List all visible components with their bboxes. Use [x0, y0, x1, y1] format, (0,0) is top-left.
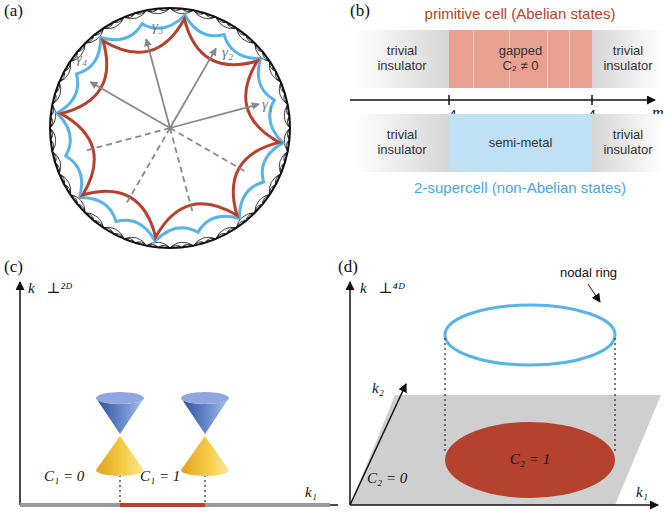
dashed-ray	[125, 128, 170, 206]
m-axis	[350, 99, 655, 101]
band-divider	[569, 30, 570, 88]
band-text: trivial insulator	[596, 128, 660, 158]
dirac-cone	[96, 392, 144, 476]
phase-band: trivial insulator	[355, 30, 449, 88]
dashed-ray	[170, 128, 193, 215]
axis-label: k⃗⊥²ᴰ	[28, 280, 72, 297]
panel-letter: (c)	[4, 258, 23, 277]
band-heading: primitive cell (Abelian states)	[425, 6, 616, 23]
band-text: trivial insulator	[596, 44, 660, 74]
dashed-ray	[170, 128, 248, 173]
tick	[591, 95, 593, 105]
axis-segment	[120, 503, 205, 507]
axis	[350, 504, 658, 506]
translation-arrow	[146, 39, 170, 128]
dotted-line	[444, 338, 445, 392]
generator-label: γ₃	[152, 18, 163, 35]
chern-label: C₂ = 0	[367, 470, 407, 487]
nodal-ring	[445, 305, 615, 365]
axis	[349, 282, 351, 505]
poincare-disk	[50, 8, 290, 248]
translation-arrow	[170, 48, 216, 128]
chern-label: C₁ = 0	[44, 468, 84, 485]
generator-label: γ₁	[262, 96, 273, 113]
band-heading: 2-supercell (non-Abelian states)	[414, 180, 626, 197]
k-plane: C₂ = 0 C₂ = 1	[345, 392, 663, 508]
callout-label: nodal ring	[560, 266, 617, 280]
generator-label: γ₄	[76, 50, 87, 67]
axis	[330, 504, 338, 506]
band-text: trivial insulator	[367, 44, 437, 74]
translation-arrow	[90, 82, 170, 128]
band-divider	[473, 30, 474, 88]
dotted-line	[614, 394, 615, 452]
axis-segment	[20, 503, 120, 507]
panel-letter: (a)	[4, 2, 23, 21]
axis	[350, 384, 406, 505]
panel-letter: (b)	[350, 2, 370, 21]
dotted-line	[614, 338, 615, 392]
axis-label: k₂	[372, 380, 384, 397]
dashed-ray	[83, 128, 170, 151]
phase-band: semi-metal	[449, 114, 592, 172]
translation-arrow	[170, 104, 259, 128]
chern-label: C₁ = 1	[140, 468, 180, 485]
axis	[19, 282, 21, 505]
chern-region: C₂ = 1	[445, 422, 615, 498]
band-text: trivial insulator	[367, 128, 437, 158]
axis-label: k⃗⊥⁴ᴰ	[360, 280, 405, 297]
band-divider	[547, 30, 548, 88]
panel-letter: (d)	[338, 258, 358, 277]
generator-label: γ₂	[222, 44, 233, 61]
phase-band: gapped C₂ ≠ 0	[449, 30, 592, 88]
dirac-cone	[181, 392, 229, 476]
axis-segment	[205, 503, 330, 507]
phase-band: trivial insulator	[355, 114, 449, 172]
axis-label: k₁	[305, 484, 317, 501]
axis-label: k₁	[636, 484, 648, 501]
band-text: gapped C₂ ≠ 0	[491, 44, 551, 74]
phase-band: trivial insulator	[592, 114, 664, 172]
dotted-line	[444, 394, 445, 452]
band-text: semi-metal	[489, 136, 553, 151]
phase-band: trivial insulator	[592, 30, 664, 88]
leader-line	[588, 284, 600, 302]
chern-label: C₂ = 1	[510, 451, 550, 468]
tick	[448, 95, 450, 105]
